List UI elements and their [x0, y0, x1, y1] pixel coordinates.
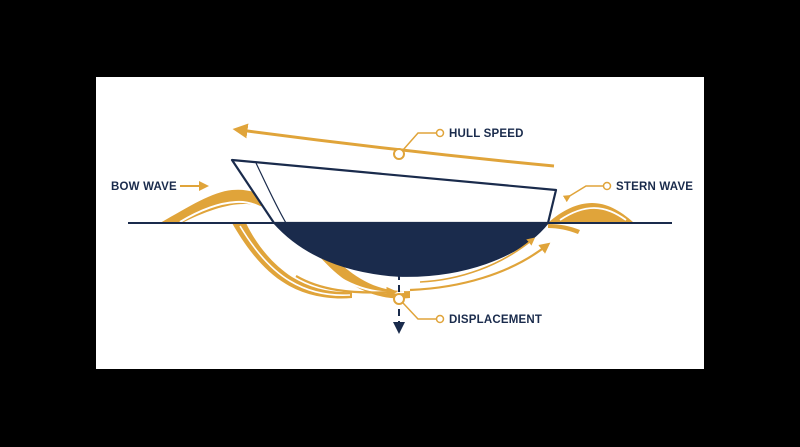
hull-underwater — [272, 222, 550, 277]
stern-wave-trough — [548, 224, 580, 234]
displacement-leader-end — [435, 314, 445, 324]
hull-speed-label: HULL SPEED — [449, 128, 524, 140]
stern-wave-label: STERN WAVE — [616, 181, 693, 193]
displacement-arrowhead — [393, 322, 405, 334]
displacement-marker — [393, 293, 405, 305]
hull-bow-line — [255, 162, 287, 224]
hull-speed-leader — [402, 132, 436, 151]
stern-wave-leader — [562, 185, 603, 203]
hull-speed-leader-end — [435, 128, 445, 138]
stern-wave-layer — [548, 203, 634, 223]
displacement-arrow — [393, 225, 405, 334]
stern-wave-separator — [559, 207, 627, 221]
bow-wave-trough-band — [232, 223, 352, 299]
stern-wave-leader-end — [602, 181, 612, 191]
bow-wave-trough-separator — [239, 225, 351, 296]
stern-wave — [548, 203, 634, 234]
bow-wave-separator-2 — [197, 208, 337, 283]
bow-wave-layer-outer — [160, 189, 410, 299]
flow-arrow-lower — [295, 275, 398, 298]
hull-speed-arrow — [232, 123, 555, 168]
flow-arrow-mid-2 — [419, 237, 536, 283]
callouts — [180, 128, 612, 324]
hull — [230, 158, 558, 277]
flow-arrow-mid-1 — [409, 242, 551, 292]
flow-arrows — [295, 237, 551, 298]
bow-wave-label: BOW WAVE — [111, 181, 177, 193]
displacement-label: DISPLACEMENT — [449, 314, 542, 326]
hull-speed-marker — [393, 148, 405, 160]
displacement-leader — [402, 302, 436, 320]
